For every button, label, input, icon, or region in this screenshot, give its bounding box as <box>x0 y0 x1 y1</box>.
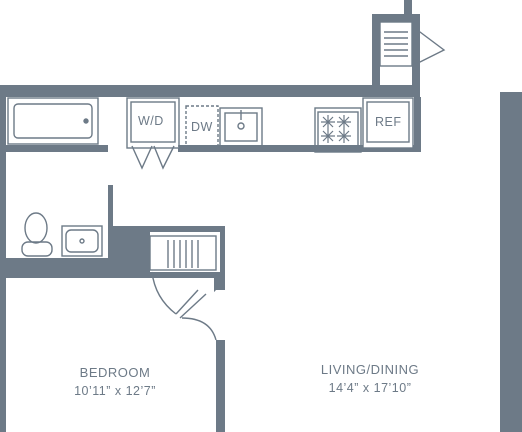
wall-bedroom-right-lower <box>216 340 225 432</box>
washer-dryer-label: W/D <box>138 114 164 128</box>
wall-kitchen-bottom <box>178 145 421 152</box>
washer-dryer-icon <box>126 97 180 149</box>
closet-shelving-icon <box>379 21 446 67</box>
living-dining-dimensions: 14’4” x 17’10” <box>328 381 412 395</box>
wall-bath-stub <box>108 185 113 230</box>
wall-top <box>0 85 372 97</box>
door-swing-icon <box>151 271 199 315</box>
wall-kitchen-right <box>414 97 421 150</box>
bedroom-label: BEDROOM 10’11” x 12’7” <box>58 365 172 398</box>
wall-bath-partition <box>108 226 148 262</box>
door-swing-icon <box>179 293 217 341</box>
bedroom-name: BEDROOM <box>79 365 151 380</box>
bathtub-icon <box>7 97 99 145</box>
refrigerator-label: REF <box>375 115 402 129</box>
door-swing-icon <box>131 145 175 170</box>
dishwasher-label: DW <box>191 120 213 134</box>
bedroom-dimensions: 10’11” x 12’7” <box>74 384 156 398</box>
refrigerator-icon <box>362 97 414 149</box>
wall-bath-bottom <box>0 145 108 152</box>
living-dining-name: LIVING/DINING <box>320 362 420 377</box>
dishwasher-outline <box>185 105 219 149</box>
closet-shelving-icon <box>149 235 217 271</box>
wall-bedroom-top <box>0 258 150 278</box>
wall-right <box>500 92 522 432</box>
toilet-icon <box>21 212 53 257</box>
wall-riser <box>404 0 412 16</box>
stove-icon <box>314 107 362 153</box>
bathroom-sink-icon <box>61 225 103 257</box>
living-dining-label: LIVING/DINING 14’4” x 17’10” <box>300 362 440 395</box>
